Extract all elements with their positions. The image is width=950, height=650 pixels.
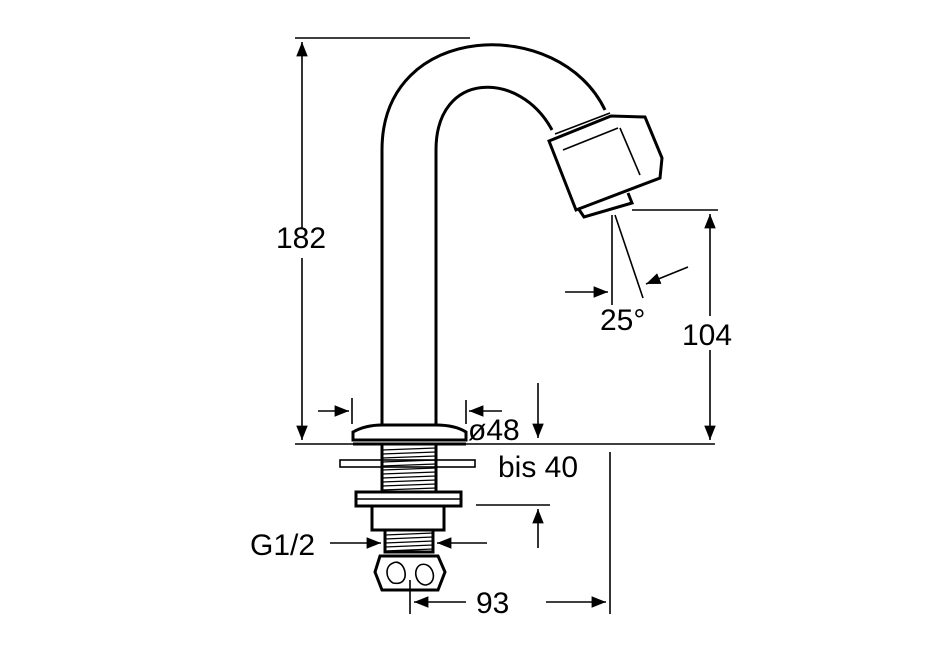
dimension-diameter-48: ø48 — [318, 398, 520, 447]
thread-line — [384, 536, 434, 540]
thread-line — [381, 463, 437, 467]
thread-line — [381, 459, 437, 463]
thread-line — [381, 475, 437, 479]
thread-line — [384, 548, 434, 552]
thread-line — [381, 479, 437, 483]
dimension-angle-25: 25° — [565, 214, 689, 337]
dimension-thread-g12: G1/2 — [250, 529, 487, 562]
spout-inner — [434, 85, 554, 425]
dimension-height-182: 182 — [276, 37, 715, 445]
thread-line — [381, 467, 437, 471]
thread-line — [381, 487, 437, 491]
label-height-182: 182 — [276, 222, 326, 255]
thread-line — [381, 447, 437, 451]
label-angle-25: 25° — [600, 304, 645, 337]
spout-outer — [380, 43, 607, 425]
dimension-height-104: 104 — [632, 209, 732, 440]
mounting-nut — [354, 490, 463, 532]
connection-thread — [373, 528, 447, 592]
label-bis-40: bis 40 — [498, 451, 578, 484]
thread-line — [381, 451, 437, 455]
thread-line — [381, 471, 437, 475]
label-projection-93: 93 — [476, 587, 509, 620]
thread-line — [384, 544, 434, 548]
thread-line — [384, 540, 434, 544]
aerator — [547, 112, 664, 219]
thread-line — [381, 455, 437, 459]
thread-line — [381, 483, 437, 487]
washer-plate — [339, 459, 476, 468]
base-flange — [351, 423, 468, 442]
threaded-shank — [380, 444, 438, 492]
label-thread-g12: G1/2 — [250, 529, 315, 562]
dimension-bis-40: bis 40 — [476, 383, 578, 548]
label-diameter-48: ø48 — [468, 414, 520, 447]
thread-line — [384, 532, 434, 536]
dimension-projection-93: 93 — [409, 452, 611, 620]
faucet-body — [339, 43, 664, 592]
label-height-104: 104 — [682, 319, 732, 352]
